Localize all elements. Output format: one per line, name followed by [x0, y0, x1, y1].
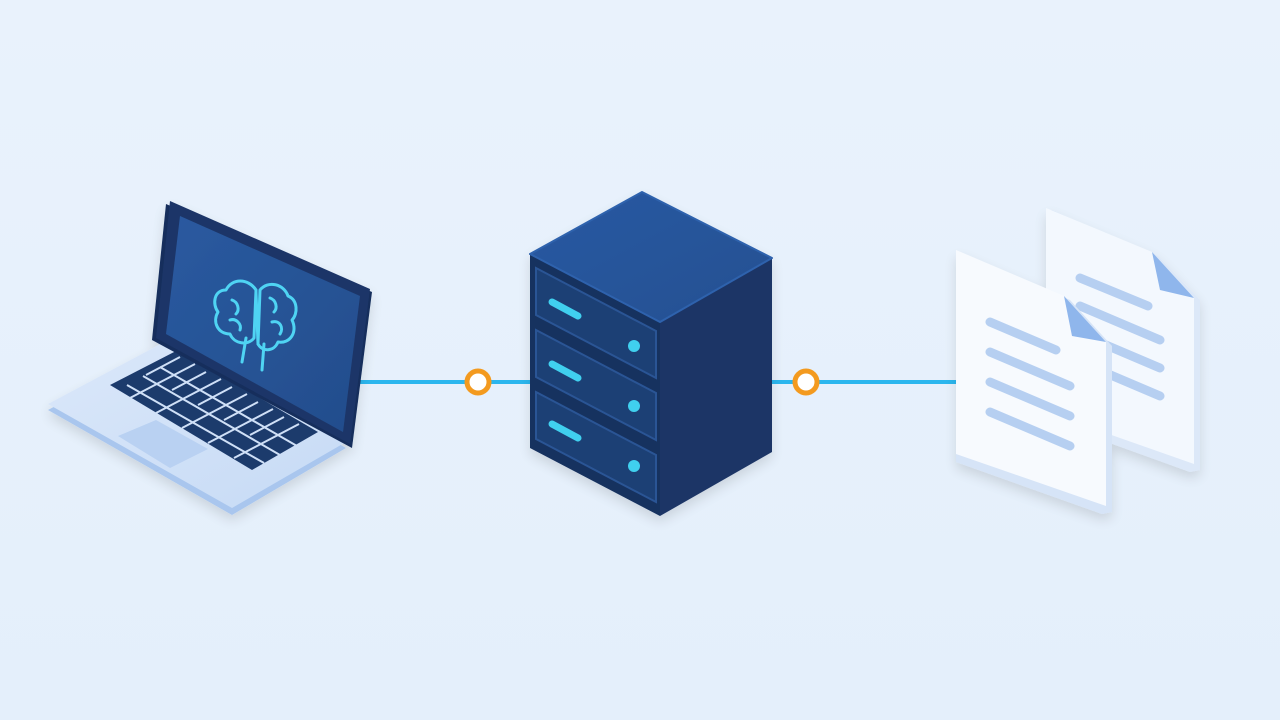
- page-fold: [1064, 296, 1106, 342]
- drive-indicator-bar: [548, 420, 582, 442]
- connection-server-documents: [772, 368, 960, 396]
- document-front: [956, 250, 1112, 514]
- keyboard-keys: [126, 356, 300, 464]
- laptop-screen: [166, 216, 360, 432]
- brain-icon: [213, 279, 298, 372]
- server-drive-bay-2: [535, 328, 657, 442]
- drive-led: [628, 460, 640, 472]
- drive-indicator-bar: [548, 360, 582, 382]
- page-fold: [1152, 252, 1194, 298]
- laptop-with-brain-icon: [48, 201, 372, 515]
- touchpad: [118, 420, 208, 468]
- keyboard: [110, 350, 318, 470]
- server-drive-bay-3: [535, 390, 657, 504]
- connection-laptop-server: [360, 368, 532, 396]
- drive-led: [628, 400, 640, 412]
- text-lines: [985, 317, 1075, 451]
- drive-led: [628, 340, 640, 352]
- server-right-face: [660, 258, 772, 516]
- connector-dot-icon: [792, 368, 820, 396]
- documents-icon: [956, 208, 1200, 514]
- connector-dot-icon: [464, 368, 492, 396]
- server-drive-bay-1: [535, 266, 657, 380]
- server-top-face: [529, 191, 773, 323]
- server-rack-icon: [529, 191, 773, 516]
- drive-indicator-bar: [548, 298, 582, 320]
